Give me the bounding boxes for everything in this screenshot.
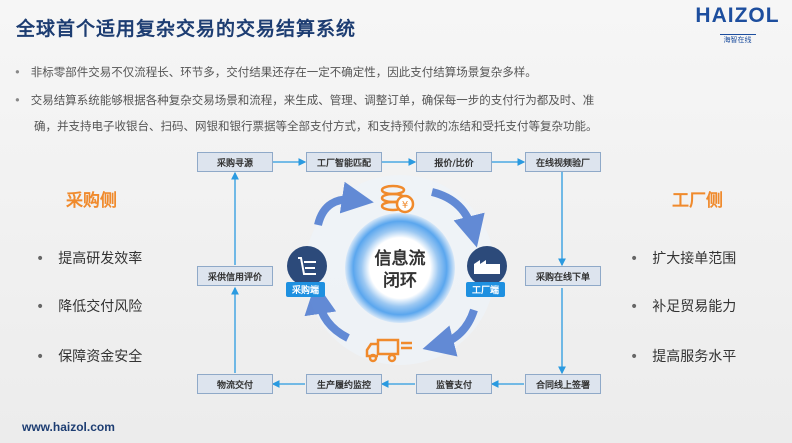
logo: HAIZOL 海智在线 xyxy=(690,5,785,46)
page-title: 全球首个适用复杂交易的交易结算系统 xyxy=(16,18,357,40)
flow-step: 报价/比价 xyxy=(416,152,492,172)
buyer-benefit: 保障资金安全 xyxy=(36,346,142,366)
flow-step: 采购在线下单 xyxy=(525,266,601,286)
center-line1: 信息流 xyxy=(374,249,426,269)
center-line2: 闭环 xyxy=(383,271,417,291)
flow-step: 物流交付 xyxy=(197,374,273,394)
buyer-benefit: 提高研发效率 xyxy=(36,248,142,268)
factory-benefit: 提高服务水平 xyxy=(630,346,736,366)
flow-step: 在线视频验厂 xyxy=(525,152,601,172)
footer-url[interactable]: www.haizol.com xyxy=(22,420,115,434)
flow-step: 采购寻源 xyxy=(197,152,273,172)
buyer-badge: 采购端 xyxy=(286,282,326,297)
buyer-benefit: 降低交付风险 xyxy=(36,296,142,316)
flow-step: 合同线上签署 xyxy=(525,374,601,394)
center-label: 信息流 闭环 xyxy=(360,248,440,292)
flow-step: 采供信用评价 xyxy=(197,266,273,286)
factory-benefit: 补足贸易能力 xyxy=(630,296,736,316)
flow-step: 工厂智能匹配 xyxy=(306,152,382,172)
factory-side-title: 工厂侧 xyxy=(672,191,723,211)
buyer-side-title: 采购侧 xyxy=(66,191,117,211)
svg-text:¥: ¥ xyxy=(402,200,408,211)
factory-benefit: 扩大接单范围 xyxy=(630,248,736,268)
bullet: 非标零部件交易不仅流程长、环节多，交付结果还存在一定不确定性，因此支付结算场景复… xyxy=(14,59,537,85)
logo-subtext: 海智在线 xyxy=(719,34,756,45)
coins-icon: ¥ xyxy=(380,184,415,214)
flow-step: 生产履约监控 xyxy=(306,374,382,394)
bullet-continuation: 确，并支持电子收银台、扫码、网银和银行票据等全部支付方式，和支持预付款的冻结和受… xyxy=(34,119,598,133)
cart-icon xyxy=(287,246,327,286)
logo-text: HAIZOL xyxy=(695,4,780,27)
flow-step: 监管支付 xyxy=(416,374,492,394)
center-ring xyxy=(345,213,455,323)
bullet: 交易结算系统能够根据各种复杂交易场景和流程，来生成、管理、调整订单，确保每一步的… xyxy=(14,87,595,113)
truck-icon xyxy=(365,338,412,363)
factory-badge: 工厂端 xyxy=(466,282,506,297)
